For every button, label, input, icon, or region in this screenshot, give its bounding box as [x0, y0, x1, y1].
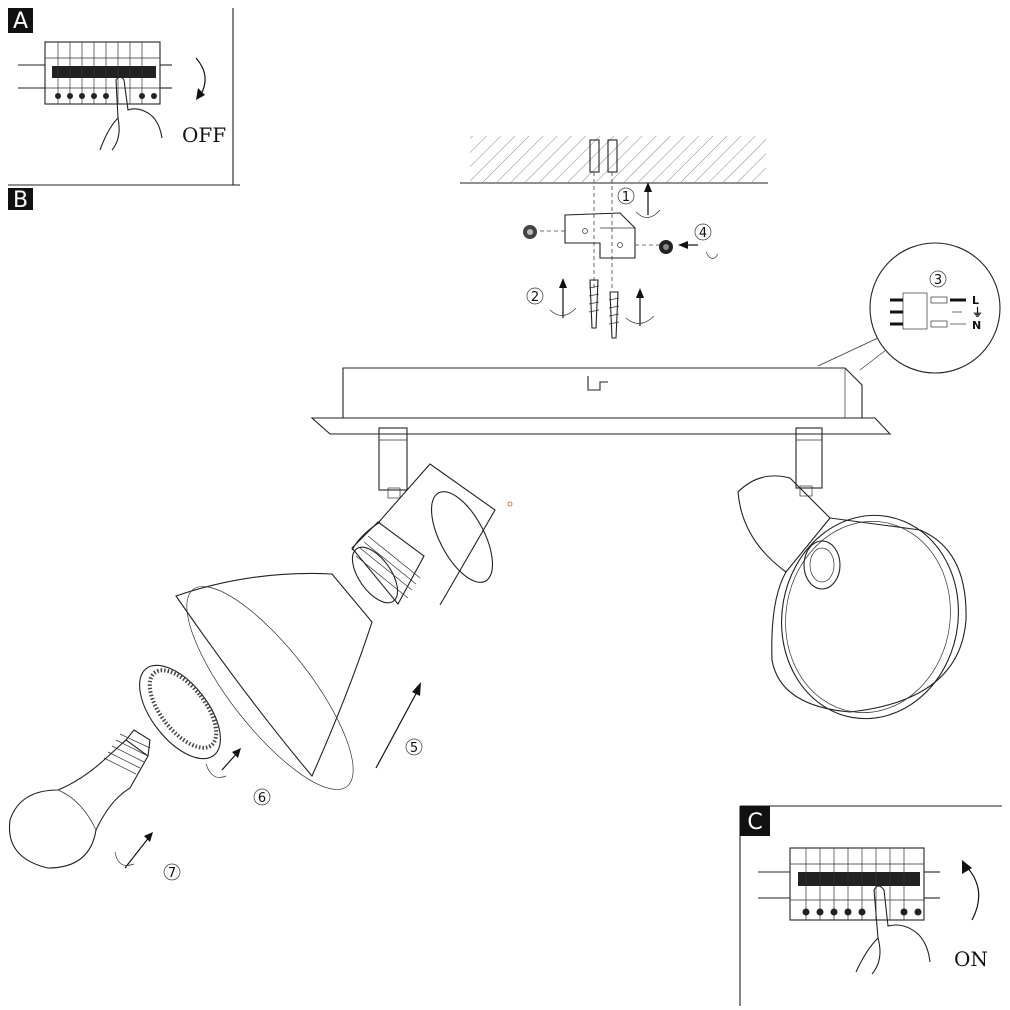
wire-neutral-label: N — [972, 319, 981, 332]
step-4-circle — [694, 223, 712, 241]
rotate-up-arrow-icon — [965, 865, 980, 921]
step-5-arrow-icon — [375, 689, 419, 769]
wall-plugs — [589, 139, 618, 290]
wire-earth-label: ⏚ — [972, 306, 983, 319]
light-bulb — [8, 729, 151, 869]
panel-a-switch-off: A OFF — [8, 8, 240, 186]
lamp-shade-left — [175, 572, 373, 790]
wire-live-label: L — [972, 294, 979, 307]
shade-ring — [139, 664, 221, 760]
spot-arm-left — [378, 427, 408, 499]
step-7-arrow-icon — [124, 835, 151, 869]
step-7-label: 7 — [168, 866, 176, 881]
lamp-base-plate — [310, 367, 892, 435]
step-1-circle — [617, 187, 635, 205]
step-3-label: 3 — [934, 273, 942, 288]
step-1-label: 1 — [622, 190, 630, 205]
step-7-circle — [163, 863, 181, 881]
panel-a-label: A — [13, 9, 28, 34]
breaker-box-a — [18, 41, 172, 105]
step-5-label: 5 — [410, 741, 418, 756]
spot-head-left — [351, 463, 496, 606]
panel-c-on-label: ON — [954, 947, 988, 971]
mounting-bracket — [540, 212, 660, 259]
hand-icon — [855, 885, 931, 975]
lamp-socket-thread — [351, 521, 425, 605]
breaker-box-c — [758, 847, 940, 921]
nut-left — [523, 225, 537, 239]
panel-a-label-box — [8, 8, 33, 33]
hand-icon — [99, 76, 163, 151]
panel-b-label-box — [8, 188, 33, 210]
accent-dot — [507, 501, 513, 507]
spot-arm-right — [795, 427, 823, 497]
panel-c-switch-on: C ON — [739, 805, 1002, 1006]
panel-c-label-box — [740, 806, 770, 836]
step-4-label: 4 — [699, 226, 707, 241]
spot-head-right — [737, 475, 967, 720]
screws — [588, 279, 620, 339]
ceiling — [460, 136, 768, 184]
step-6-label: 6 — [258, 791, 266, 806]
panel-b-label: B — [13, 188, 28, 213]
step-5-circle — [405, 738, 423, 756]
step-2-label: 2 — [531, 290, 539, 305]
step-6-circle — [253, 788, 271, 806]
rotate-down-arrow-icon — [195, 57, 206, 97]
panel-a-off-label: OFF — [182, 123, 226, 147]
step-2-circle — [526, 287, 544, 305]
wiring-detail: 3 L ⏚ N — [817, 242, 1001, 374]
screw-knob-right — [659, 240, 673, 254]
panel-c-label: C — [747, 810, 762, 835]
